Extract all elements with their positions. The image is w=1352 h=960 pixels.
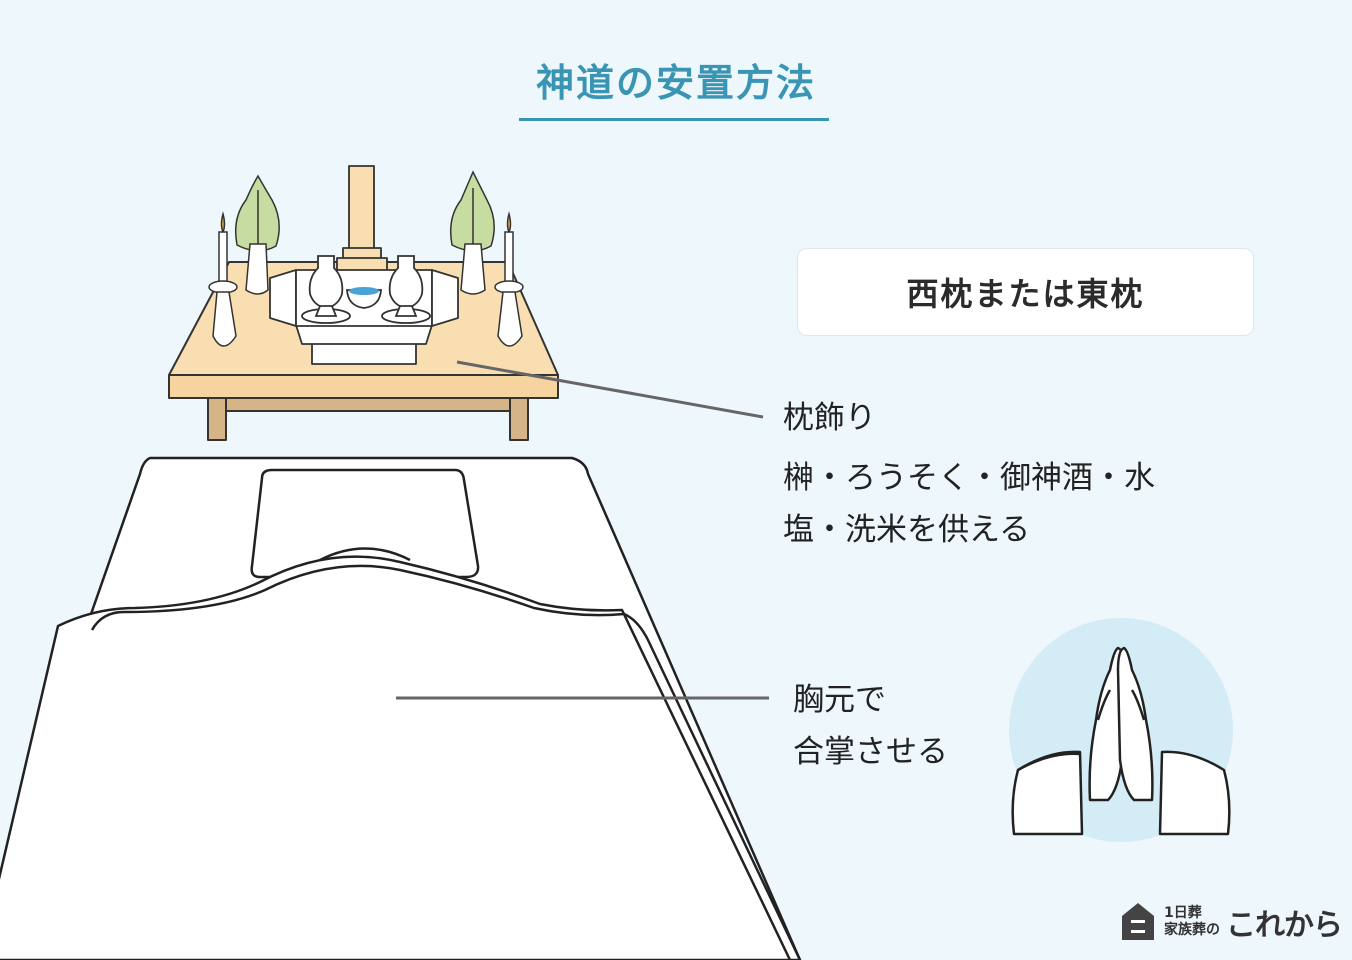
logo-line1: 1日葬 <box>1164 905 1202 921</box>
sake-bottle-icon <box>301 255 431 324</box>
offerings-text-line1: 榊・ろうそく・御神酒・水 <box>783 460 1155 496</box>
chest-text-line1: 胸元で <box>793 682 886 718</box>
leader-line-makura <box>456 360 764 419</box>
futon-illustration <box>0 456 802 960</box>
praying-hands-illustration <box>1009 618 1233 842</box>
pillow-direction-badge: 西枕または東枕 <box>797 248 1254 336</box>
logo-brand: これから <box>1226 908 1343 943</box>
makura-kazari-label: 枕飾り <box>783 400 876 436</box>
candle-icon <box>208 211 524 347</box>
title-underline <box>519 118 829 121</box>
logo-line2: 家族葬の <box>1164 922 1220 938</box>
offerings-text-line2: 塩・洗米を供える <box>783 512 1031 548</box>
logo-tagline: 1日葬 家族葬の <box>1164 905 1220 939</box>
brand-logo: 1日葬 家族葬の これから <box>1122 902 1343 943</box>
page-title: 神道の安置方法 <box>535 61 816 105</box>
logo-mark-icon <box>1122 903 1154 940</box>
chest-text-line2: 合掌させる <box>793 734 948 770</box>
sakaki-icon <box>234 170 495 295</box>
water-cup-icon <box>346 287 382 309</box>
